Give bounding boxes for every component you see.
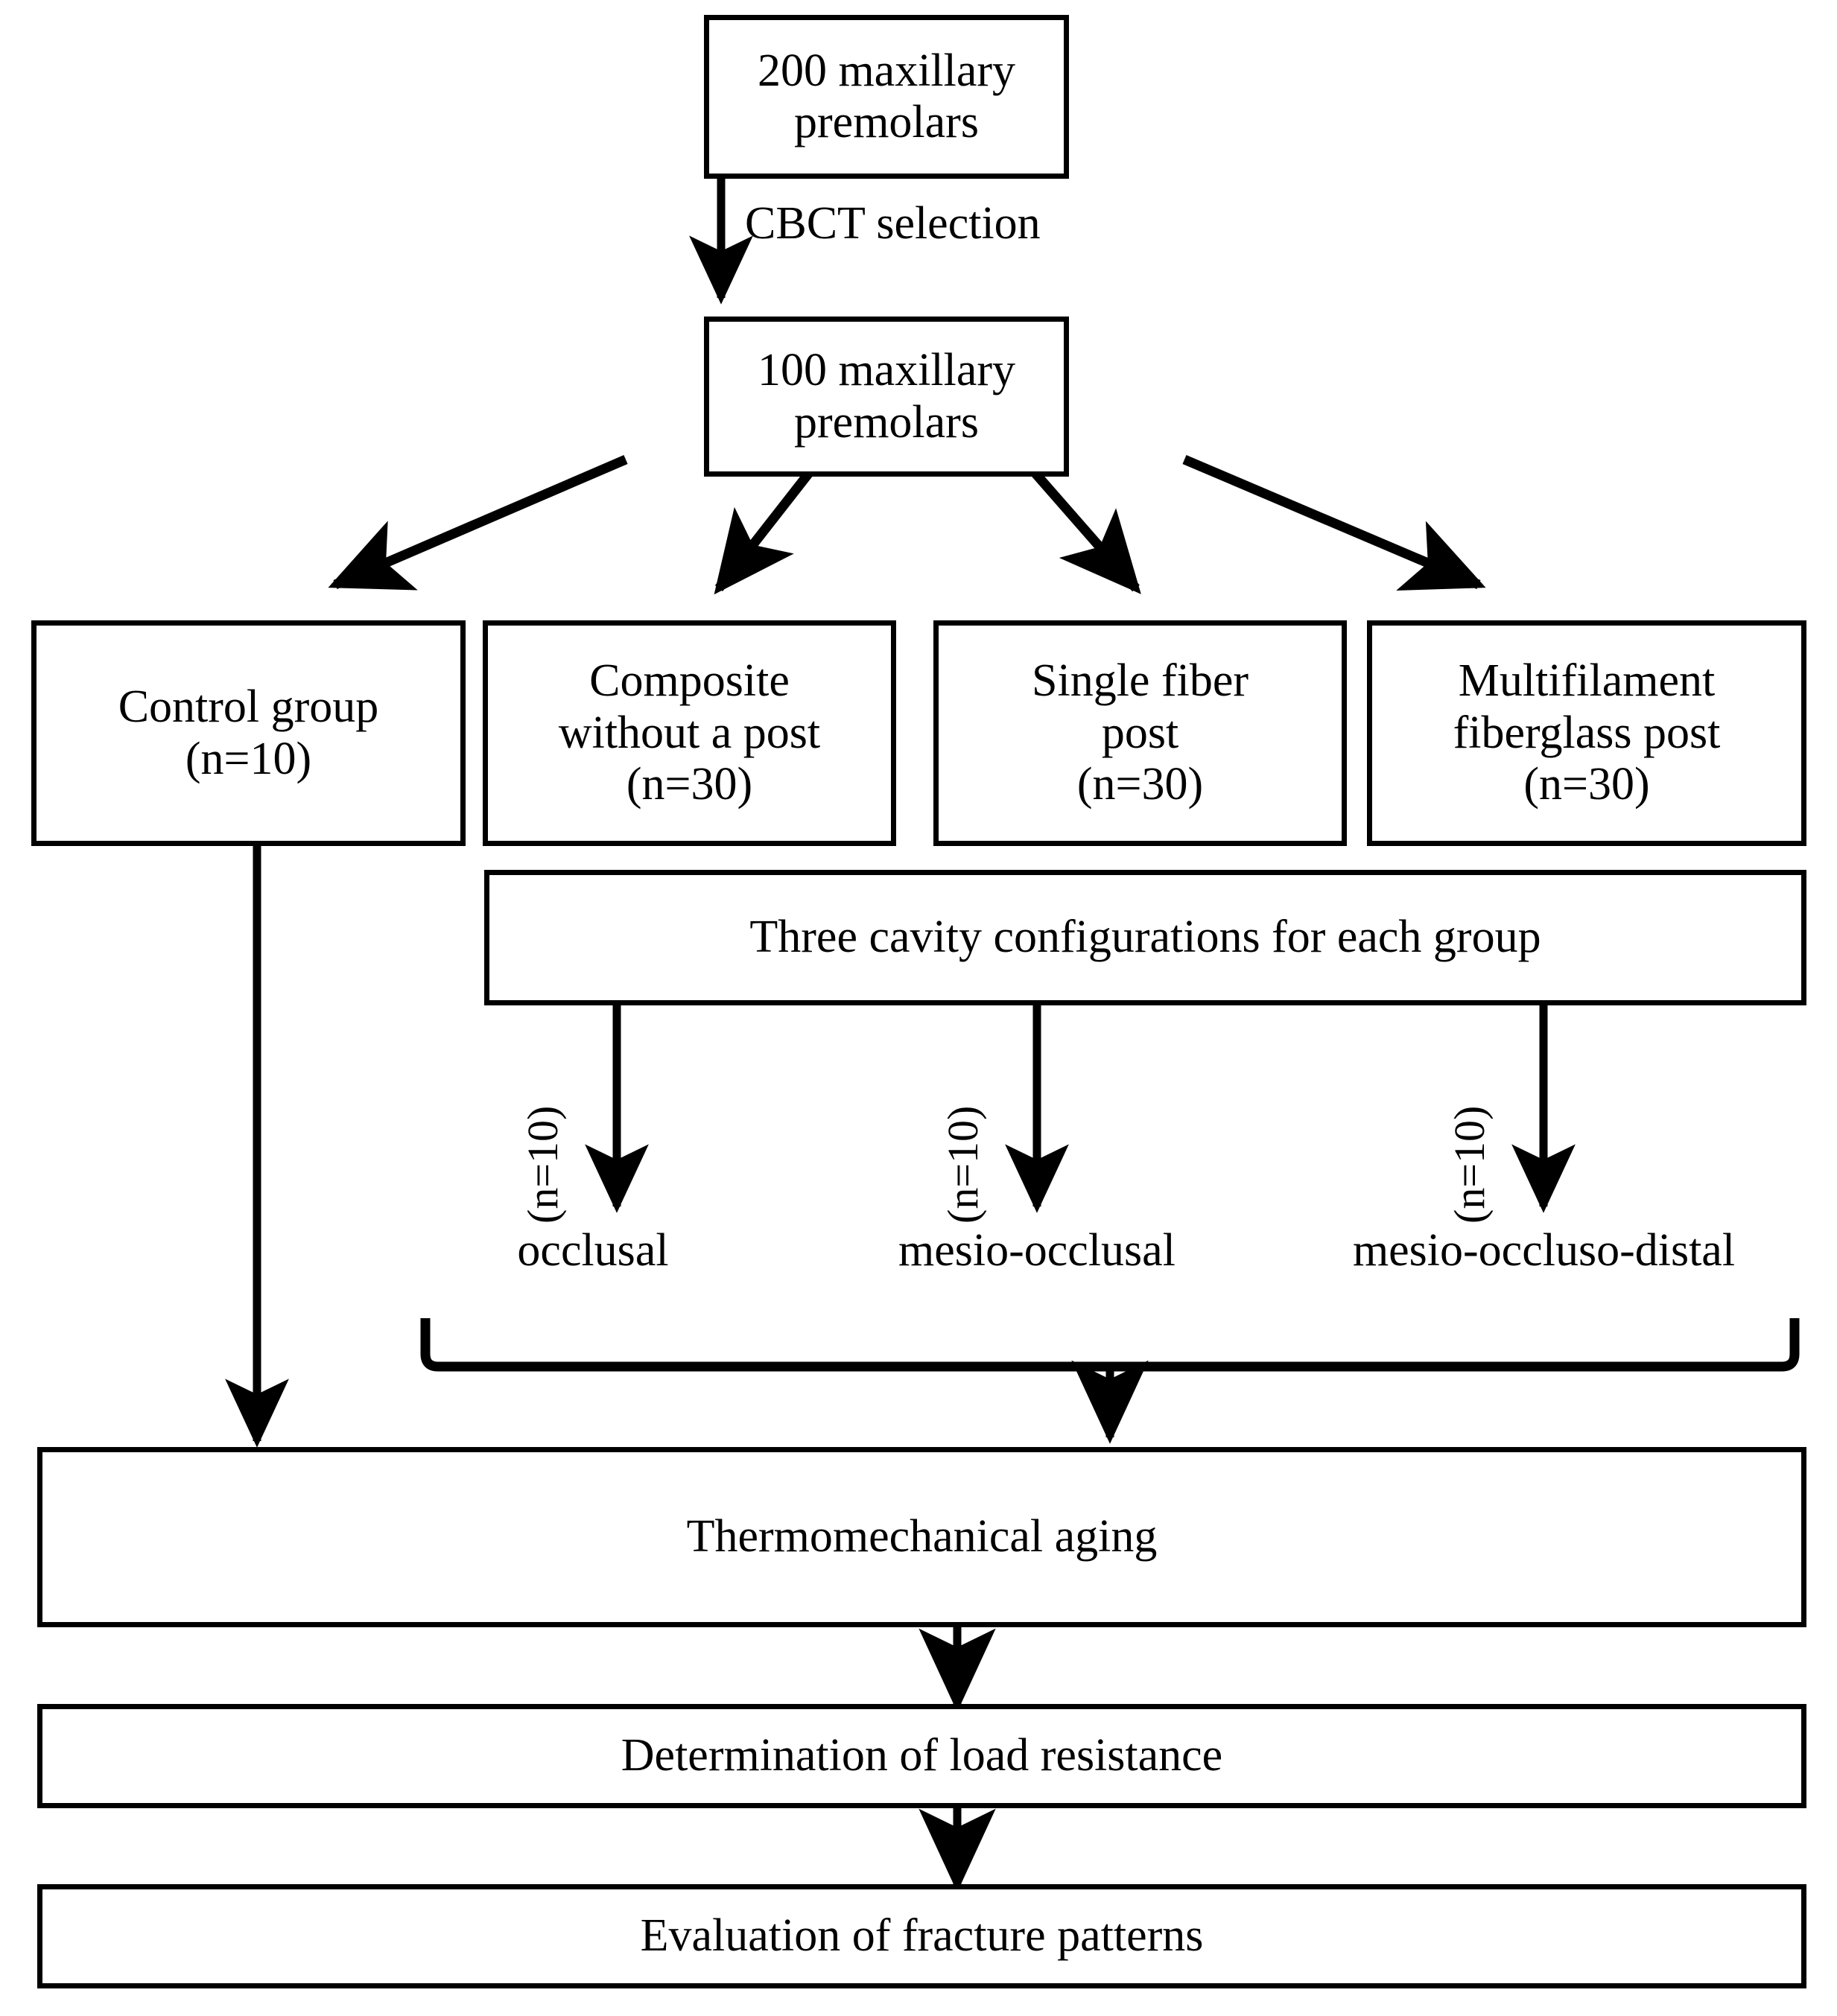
edge-label-cbct-selection: CBCT selection xyxy=(745,198,1041,249)
cavity-label-mesio-occlusal: mesio-occlusal xyxy=(898,1225,1176,1276)
node-cavity-configurations-label: Three cavity configurations for each gro… xyxy=(749,912,1541,963)
edge-label-n-mesio-occlusal: (n=10) xyxy=(939,1105,987,1224)
edge-selected-to-single-fiber xyxy=(1028,465,1141,594)
node-single-fiber-post-box: Single fiber post (n=30) xyxy=(933,620,1347,846)
cavity-label-mesio-occluso-distal: mesio-occluso-distal xyxy=(1352,1225,1736,1276)
node-thermomechanical-aging-label: Thermomechanical aging xyxy=(686,1511,1158,1562)
node-fracture-patterns-box: Evaluation of fracture patterns xyxy=(37,1884,1806,1988)
node-selected-label: 100 maxillary premolars xyxy=(757,345,1016,448)
edge-label-n-occlusal: (n=10) xyxy=(518,1105,567,1224)
node-cavity-configurations-box: Three cavity configurations for each gro… xyxy=(484,870,1806,1005)
node-composite-box: Composite without a post (n=30) xyxy=(483,620,896,846)
node-thermomechanical-aging-box: Thermomechanical aging xyxy=(37,1447,1806,1627)
node-load-resistance-box: Determination of load resistance xyxy=(37,1704,1806,1808)
node-control-group-box: Control group (n=10) xyxy=(31,620,466,846)
node-start-box: 200 maxillary premolars xyxy=(704,15,1069,179)
node-control-group-label: Control group (n=10) xyxy=(118,681,379,784)
node-start-label: 200 maxillary premolars xyxy=(757,45,1016,147)
node-single-fiber-post-label: Single fiber post (n=30) xyxy=(1032,655,1249,810)
cavity-gather-bracket xyxy=(420,1318,1800,1372)
edge-selected-to-composite xyxy=(714,465,816,595)
edge-selected-to-multifilament xyxy=(1182,455,1486,591)
edge-label-n-mesio-occluso-distal: (n=10) xyxy=(1445,1105,1494,1224)
cavity-label-occlusal: occlusal xyxy=(517,1225,669,1276)
node-fracture-patterns-label: Evaluation of fracture patterns xyxy=(640,1910,1204,1962)
node-multifilament-post-label: Multifilament fiberglass post (n=30) xyxy=(1453,655,1721,810)
node-selected-box: 100 maxillary premolars xyxy=(704,317,1069,477)
node-multifilament-post-box: Multifilament fiberglass post (n=30) xyxy=(1367,620,1806,846)
node-load-resistance-label: Determination of load resistance xyxy=(621,1730,1223,1781)
node-composite-label: Composite without a post (n=30) xyxy=(558,655,821,810)
edge-selected-to-control xyxy=(328,455,628,591)
